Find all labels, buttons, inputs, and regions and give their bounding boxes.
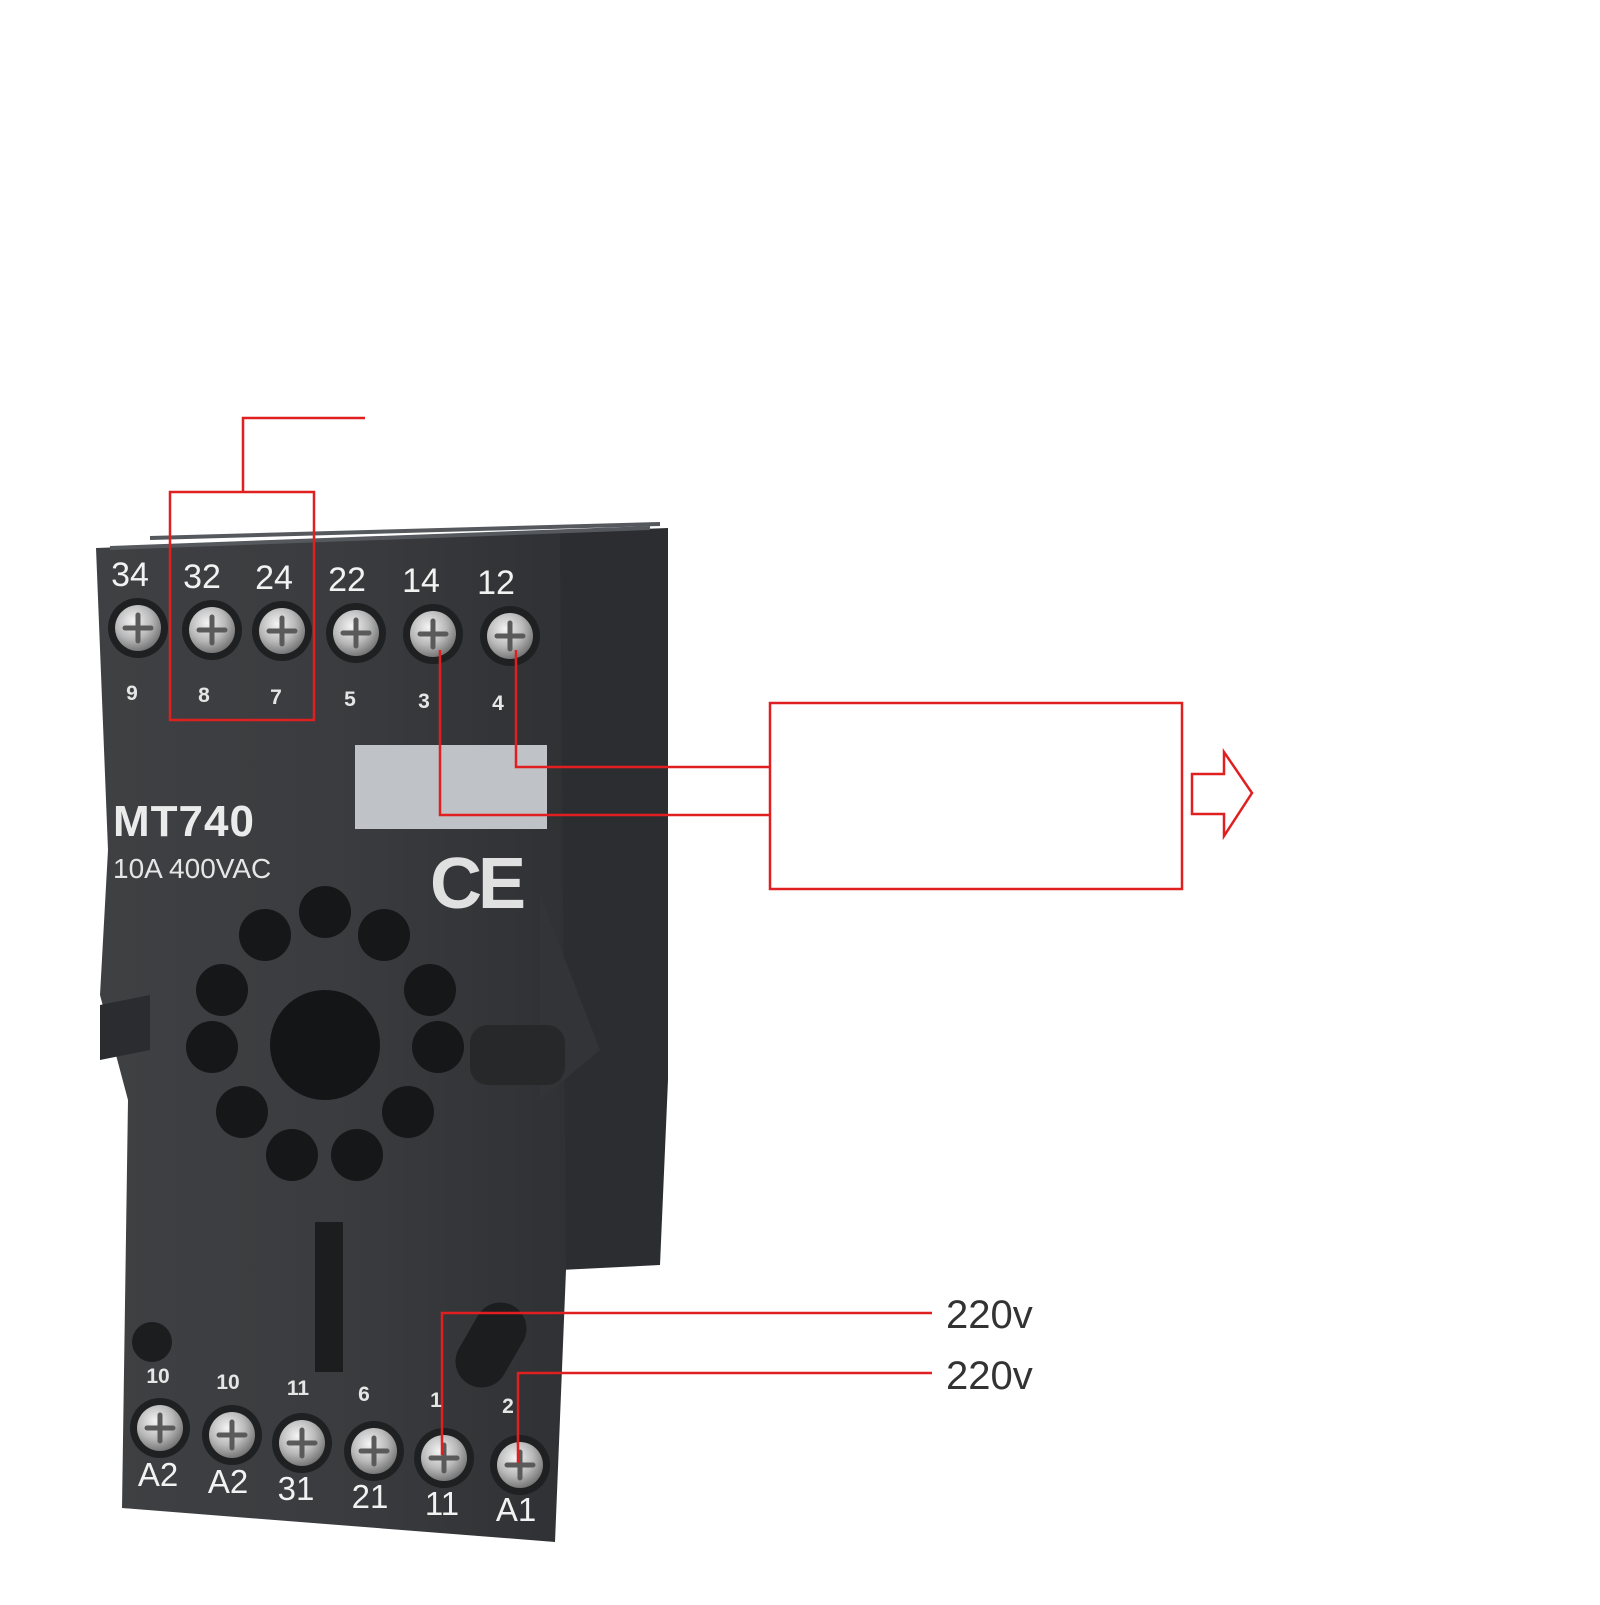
top-pin-number-7: 7	[270, 686, 282, 709]
terminal-screw	[252, 601, 312, 661]
top-pin-number-3: 3	[418, 690, 430, 713]
supply-voltage-label-1: 220v	[946, 1293, 1033, 1337]
terminal-screw	[182, 600, 242, 660]
top-terminal-label-14: 14	[402, 562, 440, 600]
center-key-hole	[270, 990, 380, 1100]
terminal-screw	[490, 1435, 550, 1495]
socket-side-face	[560, 528, 668, 1270]
octal-pin-holes	[186, 886, 464, 1181]
bottom-pin-number-10b: 10	[216, 1371, 240, 1394]
top-ridges	[109, 522, 661, 550]
supply-leader-1	[440, 1311, 932, 1455]
terminal-14-leader	[438, 650, 770, 817]
supply-leader-2	[516, 1371, 932, 1463]
pin-hole	[412, 1021, 464, 1073]
label-plate	[355, 745, 547, 829]
pin-hole	[186, 1021, 238, 1073]
top-pin-number-5: 5	[344, 688, 356, 711]
pin-hole	[239, 909, 291, 961]
top-terminal-label-12: 12	[477, 564, 515, 602]
socket-body	[96, 522, 668, 1542]
right-clip-slot	[470, 1025, 565, 1085]
terminal-screws	[108, 598, 550, 1495]
terminal-screw	[326, 603, 386, 663]
supply-voltage-label-2: 220v	[946, 1354, 1033, 1398]
mount-slot-right	[455, 1302, 527, 1388]
bottom-pin-number-1: 1	[430, 1389, 442, 1412]
annotations	[168, 416, 1254, 1463]
terminal-screw	[403, 604, 463, 664]
pin-hole	[382, 1086, 434, 1138]
pin-hole	[299, 886, 351, 938]
bracket-leader-line	[241, 416, 365, 492]
terminal-screw	[344, 1421, 404, 1481]
output-callout-box	[768, 701, 1184, 891]
bottom-terminal-label-31: 31	[277, 1470, 315, 1507]
top-terminal-label-32: 32	[183, 558, 221, 596]
bottom-pin-number-2: 2	[502, 1395, 514, 1418]
top-pin-number-9: 9	[126, 682, 138, 705]
rating-label: 10A 400VAC	[113, 853, 272, 884]
terminal-group-box	[168, 490, 316, 722]
ce-mark: CE	[430, 844, 526, 924]
left-clip-notch	[100, 995, 150, 1060]
top-pin-number-4: 4	[492, 692, 504, 715]
pin-hole	[404, 964, 456, 1016]
terminal-screw	[480, 606, 540, 666]
pin-hole	[196, 964, 248, 1016]
bottom-terminal-label-A2a: A2	[137, 1456, 179, 1493]
output-arrow	[1190, 747, 1254, 841]
terminal-screw	[272, 1413, 332, 1473]
terminal-screw	[130, 1398, 190, 1458]
bottom-terminal-label-21: 21	[351, 1478, 389, 1515]
top-terminal-label-34: 34	[111, 556, 149, 594]
bottom-pin-number-10a: 10	[146, 1365, 170, 1388]
bottom-terminal-label-A1: A1	[495, 1491, 537, 1528]
bottom-pin-number-6: 6	[358, 1383, 370, 1406]
bottom-terminal-label-11: 11	[424, 1485, 460, 1522]
center-slot	[315, 1222, 343, 1372]
terminal-screw	[414, 1428, 474, 1488]
model-label: MT740	[113, 797, 255, 846]
pin-hole	[331, 1129, 383, 1181]
mount-hole-left	[132, 1322, 172, 1362]
bottom-pin-number-11: 11	[286, 1377, 310, 1400]
top-terminal-label-24: 24	[255, 559, 293, 597]
pin-hole	[266, 1129, 318, 1181]
pin-hole	[358, 909, 410, 961]
terminal-screw	[202, 1405, 262, 1465]
bottom-terminal-label-A2b: A2	[207, 1463, 249, 1500]
terminal-screw	[108, 598, 168, 658]
top-pin-number-8: 8	[198, 684, 210, 707]
top-terminal-label-22: 22	[328, 561, 366, 599]
pin-hole	[216, 1086, 268, 1138]
terminal-12-leader	[514, 650, 770, 769]
